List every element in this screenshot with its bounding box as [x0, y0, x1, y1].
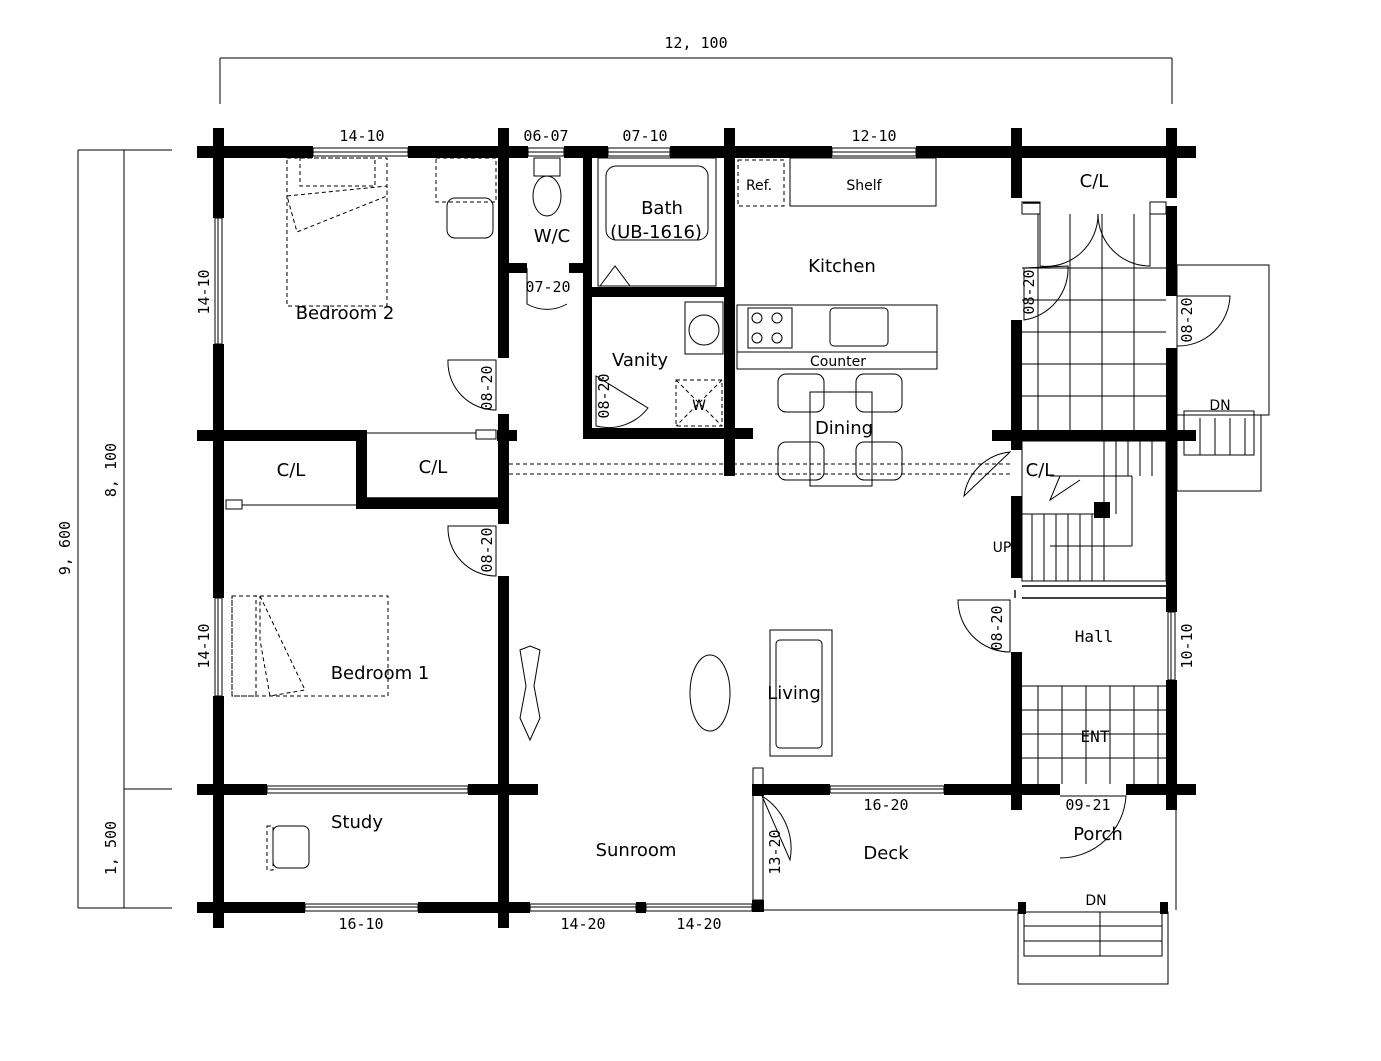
room-label-deck: Deck: [863, 843, 909, 864]
opening-code-side-exterior-door: 08-20: [1178, 297, 1196, 342]
room-label-living: Living: [767, 683, 821, 704]
room-label-study: Study: [331, 812, 383, 833]
opening-code-hall-door: 08-20: [988, 605, 1006, 650]
opening-code-wc-window: 06-07: [523, 127, 568, 145]
opening-code-sunroom-window-1: 14-20: [560, 915, 605, 933]
windows: [214, 147, 1176, 912]
label-side-steps-down: DN: [1209, 398, 1230, 414]
opening-code-bedroom2-side-window: 14-10: [195, 269, 213, 314]
closet-outlines: [225, 201, 1167, 599]
opening-code-porch-door: 09-21: [1065, 796, 1110, 814]
room-label-kitchen: Kitchen: [808, 256, 876, 277]
room-label-entrance: ENT: [1081, 727, 1110, 746]
opening-code-kitchen-window: 12-10: [851, 127, 896, 145]
room-label-dining: Dining: [815, 418, 873, 439]
closet-label-top-right: C/L: [1080, 171, 1109, 192]
label-front-steps-down: DN: [1085, 893, 1106, 909]
room-label-bath: Bath: [641, 198, 683, 219]
closet-label-stair: C/L: [1026, 460, 1055, 481]
opening-code-hall-window: 10-10: [1178, 623, 1196, 668]
opening-code-bedroom1-window: 14-10: [195, 623, 213, 668]
opening-code-deck-window: 16-20: [863, 796, 908, 814]
room-label-bedroom-2: Bedroom 2: [296, 303, 395, 324]
label-stair-up: UP: [993, 540, 1012, 556]
tile-grid-closet-room: [1022, 214, 1166, 430]
opening-code-bedroom2-door: 08-20: [478, 365, 496, 410]
overall-depth-dimension: 9, 600: [56, 521, 74, 575]
opening-code-bedroom1-door: 08-20: [478, 527, 496, 572]
closet-label-middle: C/L: [419, 457, 448, 478]
walls: [197, 128, 1196, 928]
label-counter: Counter: [810, 354, 866, 370]
label-refrigerator: Ref.: [746, 178, 772, 194]
room-label-hall: Hall: [1075, 627, 1114, 646]
closet-label-left: C/L: [277, 460, 306, 481]
stair-treads: [1031, 441, 1153, 581]
furniture: [231, 157, 1270, 985]
room-label-vanity: Vanity: [612, 350, 668, 371]
room-label-bath-unit: (UB-1616): [610, 222, 702, 243]
opening-code-bedroom2-top-window: 14-10: [339, 127, 384, 145]
doors: [447, 213, 1231, 901]
dimension-lines: [77, 57, 1173, 909]
sunroom-depth-dimension: 1, 500: [102, 821, 120, 875]
opening-code-sunroom-window-2: 14-20: [676, 915, 721, 933]
opening-code-bath-window: 07-10: [622, 127, 667, 145]
opening-code-closet-door: 08-20: [1020, 269, 1038, 314]
opening-code-study-window: 16-10: [338, 915, 383, 933]
opening-code-wc-door: 07-20: [525, 278, 570, 296]
room-label-wc: W/C: [534, 226, 570, 247]
opening-code-deck-side-door: 13-20: [766, 829, 784, 874]
overall-width-dimension: 12, 100: [664, 34, 727, 52]
room-label-sunroom: Sunroom: [596, 840, 677, 861]
label-washer: W: [692, 398, 706, 414]
label-shelf: Shelf: [846, 178, 882, 194]
opening-code-vanity-door: 08-20: [595, 373, 613, 418]
main-depth-dimension: 8, 100: [102, 443, 120, 497]
room-label-bedroom-1: Bedroom 1: [331, 663, 430, 684]
tile-grid-entrance: [1022, 685, 1166, 784]
room-label-porch: Porch: [1073, 824, 1123, 845]
